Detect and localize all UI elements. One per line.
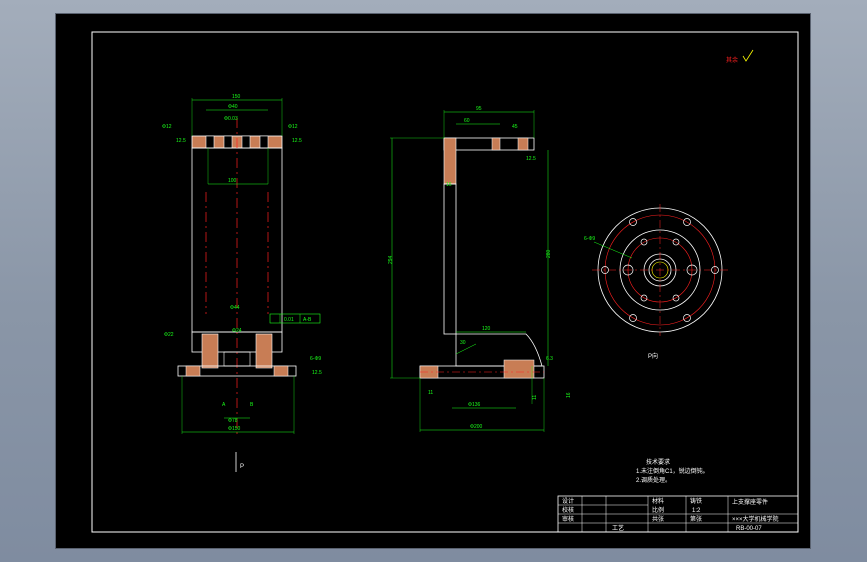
tb-checker: 校核 xyxy=(562,506,574,514)
notes-line-1: 1.未注倒角C1，锐边倒钝。 xyxy=(636,467,709,475)
dim-side-roughness: 6.3 xyxy=(546,356,553,362)
tb-scale-label: 比例 xyxy=(652,506,664,514)
dim-front-dia-base: Φ150 xyxy=(228,426,241,432)
notes-title: 技术要求 xyxy=(646,458,670,466)
dim-front-hole-right: Φ12 xyxy=(288,124,298,130)
dim-side-height-inner: 280 xyxy=(546,249,552,258)
dim-front-datum-b: B xyxy=(250,402,254,408)
top-view: 6-Φ9 P向 xyxy=(584,204,728,360)
roughness-symbol xyxy=(742,49,754,62)
dim-front-dia-bottom: Φ78 xyxy=(228,418,238,424)
dim-side-base-dia: Φ200 xyxy=(470,424,483,430)
tb-designer: 设计 xyxy=(562,497,574,505)
dim-front-holes: 6-Φ9 xyxy=(310,356,321,362)
side-view: 95 60 45 12.5 16 294 280 120 30 6.3 11 1… xyxy=(388,106,572,432)
geo-tol-datum: A-B xyxy=(303,317,312,323)
geo-tol-value: 0.01 xyxy=(284,317,294,323)
dim-front-dia-top: Φ40 xyxy=(228,104,238,110)
roughness-note: 其余 xyxy=(726,56,738,64)
front-base-flange xyxy=(177,365,297,377)
dim-front-dia-low: Φ44 xyxy=(230,305,240,311)
front-view: 100 150 Φ40 Φ0.03 Φ12 Φ12 12.5 12.5 Φ44 … xyxy=(162,94,322,472)
title-block: 设计 校核 审核 工艺 材料 铸铁 比例 1:2 共张 第张 上支撑座零件 ××… xyxy=(557,495,799,533)
dim-front-dia-mid: Φ24 xyxy=(232,328,242,334)
dim-front-width-top: 150 xyxy=(232,94,241,100)
section-mark: P xyxy=(240,464,244,470)
technical-notes: 技术要求 1.未注倒角C1，锐边倒钝。 2.调质处理。 xyxy=(636,458,709,484)
dim-front-datum-a: A xyxy=(222,402,226,408)
geo-tol-frame xyxy=(269,313,321,324)
dim-side-width-in: 60 xyxy=(464,118,470,124)
dim-side-step: 16 xyxy=(446,182,452,188)
tb-school: ×××大学机械学院 xyxy=(732,515,779,523)
dim-front-roughness-left: 12.5 xyxy=(176,138,186,144)
dim-side-left-small: 11 xyxy=(428,390,433,396)
dim-top-holes: 6-Φ9 xyxy=(584,236,595,242)
dim-front-tol-a: Φ0.03 xyxy=(224,116,238,122)
tb-drawing-no: RB-00-07 xyxy=(736,526,762,532)
dim-side-angle: 45 xyxy=(512,124,518,130)
tb-material: 铸铁 xyxy=(690,497,702,505)
dim-side-roughness-top: 12.5 xyxy=(526,156,536,162)
tb-sheet: 第张 xyxy=(690,515,702,523)
dim-side-base-width: 120 xyxy=(482,326,491,332)
dim-front-dia-left: Φ22 xyxy=(164,332,174,338)
dim-side-base-inner: Φ136 xyxy=(468,402,481,408)
tb-process: 工艺 xyxy=(612,524,624,532)
tb-material-label: 材料 xyxy=(652,497,664,505)
dim-front-inner-width: 100 xyxy=(228,178,237,184)
dim-side-height-right: 11 xyxy=(532,395,538,400)
dim-side-height-total: 294 xyxy=(388,255,394,264)
dim-side-chamfer: 30 xyxy=(460,340,466,346)
cad-drawing: 100 150 Φ40 Φ0.03 Φ12 Φ12 12.5 12.5 Φ44 … xyxy=(91,31,799,533)
dim-side-height-base: 16 xyxy=(566,392,572,398)
tb-reviewer: 审核 xyxy=(562,515,574,523)
side-column xyxy=(443,183,457,335)
drawing-viewport[interactable]: 100 150 Φ40 Φ0.03 Φ12 Φ12 12.5 12.5 Φ44 … xyxy=(56,14,810,548)
notes-line-2: 2.调质处理。 xyxy=(636,476,671,484)
tb-scale: 1:2 xyxy=(692,508,701,514)
dim-front-roughness-right: 12.5 xyxy=(292,138,302,144)
top-view-label: P向 xyxy=(648,352,658,360)
dim-front-hole-left: Φ12 xyxy=(162,124,172,130)
tb-part-name: 上支撑座零件 xyxy=(732,498,768,506)
drawing-border xyxy=(91,31,799,533)
dim-side-width-top: 95 xyxy=(476,106,482,112)
dim-front-roughness-base: 12.5 xyxy=(312,370,322,376)
tb-qty: 共张 xyxy=(652,515,664,523)
